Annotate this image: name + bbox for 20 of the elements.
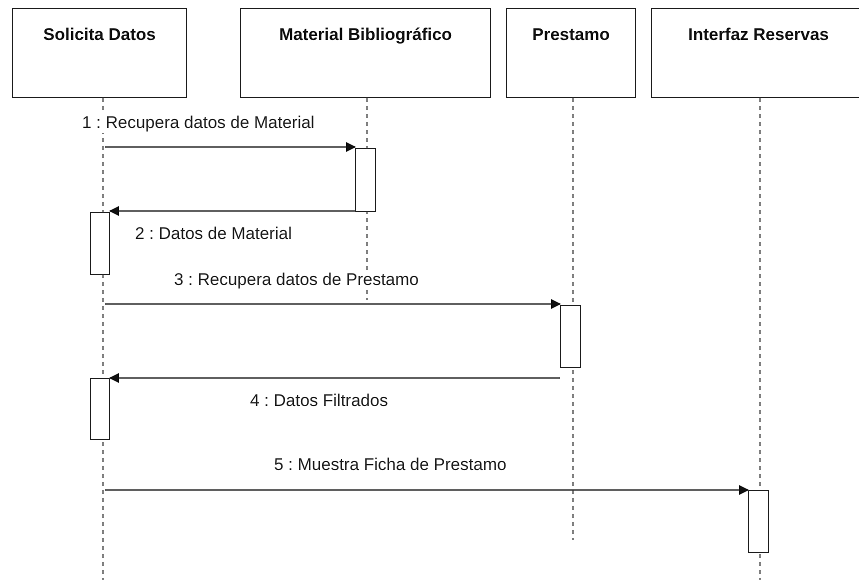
lifeline-header bbox=[12, 8, 187, 98]
edge-label: 1 : Recupera datos de Material bbox=[80, 113, 316, 133]
participant-name: Interfaz Reservas bbox=[688, 25, 829, 45]
message-arrow bbox=[105, 142, 356, 152]
lifeline-header bbox=[506, 8, 636, 98]
activation-bar bbox=[748, 490, 769, 553]
edge-label: 3 : Recupera datos de Prestamo bbox=[172, 270, 421, 290]
message-arrow bbox=[109, 206, 355, 216]
lifeline-header bbox=[651, 8, 859, 98]
message-arrow bbox=[105, 485, 749, 495]
participant-name: Prestamo bbox=[532, 25, 610, 45]
message-arrow bbox=[105, 299, 561, 309]
message-arrow bbox=[109, 373, 560, 383]
lifeline-header bbox=[240, 8, 491, 98]
participant-name: Solicita Datos bbox=[43, 25, 156, 45]
participant-name: Material Bibliográfico bbox=[279, 25, 452, 45]
activation-bar bbox=[560, 305, 581, 368]
activation-bar bbox=[355, 148, 376, 212]
activation-bar bbox=[90, 378, 110, 440]
activation-bar bbox=[90, 212, 110, 275]
